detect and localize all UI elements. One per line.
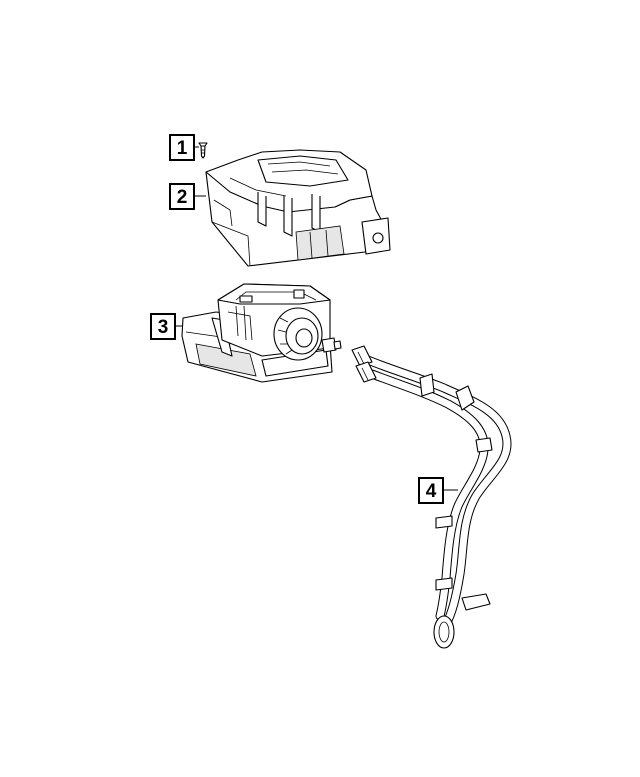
callout-3[interactable]: 3 xyxy=(150,313,176,340)
abs-module-bracket-icon xyxy=(181,283,342,383)
callout-2[interactable]: 2 xyxy=(169,183,195,210)
callout-3-label: 3 xyxy=(158,317,169,338)
module-cover-shield-icon xyxy=(205,149,391,267)
callout-4[interactable]: 4 xyxy=(418,477,444,504)
push-pin-fastener-icon xyxy=(198,142,208,159)
callout-1[interactable]: 1 xyxy=(169,134,195,161)
callout-1-label: 1 xyxy=(177,138,188,159)
callout-2-label: 2 xyxy=(177,187,188,208)
wiring-harness-icon xyxy=(351,345,512,649)
callout-4-label: 4 xyxy=(426,481,437,502)
